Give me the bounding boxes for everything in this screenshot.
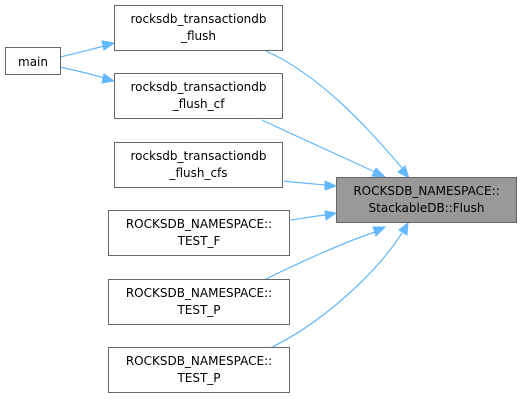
edge-flush-cf-to-target	[261, 119, 376, 173]
node-transactiondb-flush-cf-label-line2: _flush_cf	[172, 97, 226, 111]
node-transactiondb-flush-cf[interactable]: rocksdb_transactiondb _flush_cf	[114, 73, 283, 119]
arrow-main-to-flush-cf	[101, 73, 116, 84]
edge-main-to-flush	[59, 45, 105, 58]
node-transactiondb-flush-cfs[interactable]: rocksdb_transactiondb _flush_cfs	[114, 142, 283, 188]
node-stackabledb-flush[interactable]: ROCKSDB_NAMESPACE:: StackableDB::Flush	[336, 177, 517, 223]
edge-test-f-to-target	[290, 214, 327, 221]
node-stackabledb-flush-label-line1: ROCKSDB_NAMESPACE::	[353, 184, 499, 198]
node-test-f-label-line1: ROCKSDB_NAMESPACE::	[126, 217, 272, 231]
node-transactiondb-flush-cf-label-line1: rocksdb_transactiondb	[130, 80, 266, 94]
arrow-test-p1-to-target	[372, 226, 387, 237]
arrow-test-f-to-target	[324, 210, 338, 221]
edge-flush-cfs-to-target	[283, 180, 327, 186]
node-test-p-1[interactable]: ROCKSDB_NAMESPACE:: TEST_P	[108, 279, 290, 325]
node-test-p-1-label-line1: ROCKSDB_NAMESPACE::	[126, 286, 272, 300]
node-main[interactable]: main	[5, 47, 61, 75]
node-test-f[interactable]: ROCKSDB_NAMESPACE:: TEST_F	[108, 210, 290, 256]
node-transactiondb-flush-label-line2: _flush	[180, 29, 216, 43]
node-transactiondb-flush[interactable]: rocksdb_transactiondb _flush	[114, 5, 283, 51]
node-transactiondb-flush-cfs-label-line2: _flush_cfs	[168, 166, 227, 180]
arrow-flush-cfs-to-target	[324, 180, 338, 191]
node-test-p-2-label-line2: TEST_P	[176, 371, 220, 385]
edge-test-p1-to-target	[259, 231, 376, 283]
arrow-test-p2-to-target	[398, 221, 409, 236]
node-test-p-1-label-line2: TEST_P	[176, 303, 220, 317]
edge-main-to-flush-cf	[59, 66, 105, 79]
arrow-main-to-flush	[101, 40, 116, 51]
node-test-p-2-label-line1: ROCKSDB_NAMESPACE::	[126, 354, 272, 368]
node-test-f-label-line2: TEST_F	[177, 234, 221, 248]
edge-test-p2-to-target	[265, 232, 403, 351]
edge-flush-to-target	[265, 50, 403, 169]
node-stackabledb-flush-label-line2: StackableDB::Flush	[369, 201, 485, 215]
node-transactiondb-flush-cfs-label-line1: rocksdb_transactiondb	[130, 149, 266, 163]
node-test-p-2[interactable]: ROCKSDB_NAMESPACE:: TEST_P	[108, 347, 290, 393]
arrow-flush-cf-to-target	[371, 167, 387, 178]
node-transactiondb-flush-label-line1: rocksdb_transactiondb	[130, 12, 266, 26]
arrow-flush-to-target	[397, 165, 410, 180]
node-main-label: main	[18, 55, 48, 69]
